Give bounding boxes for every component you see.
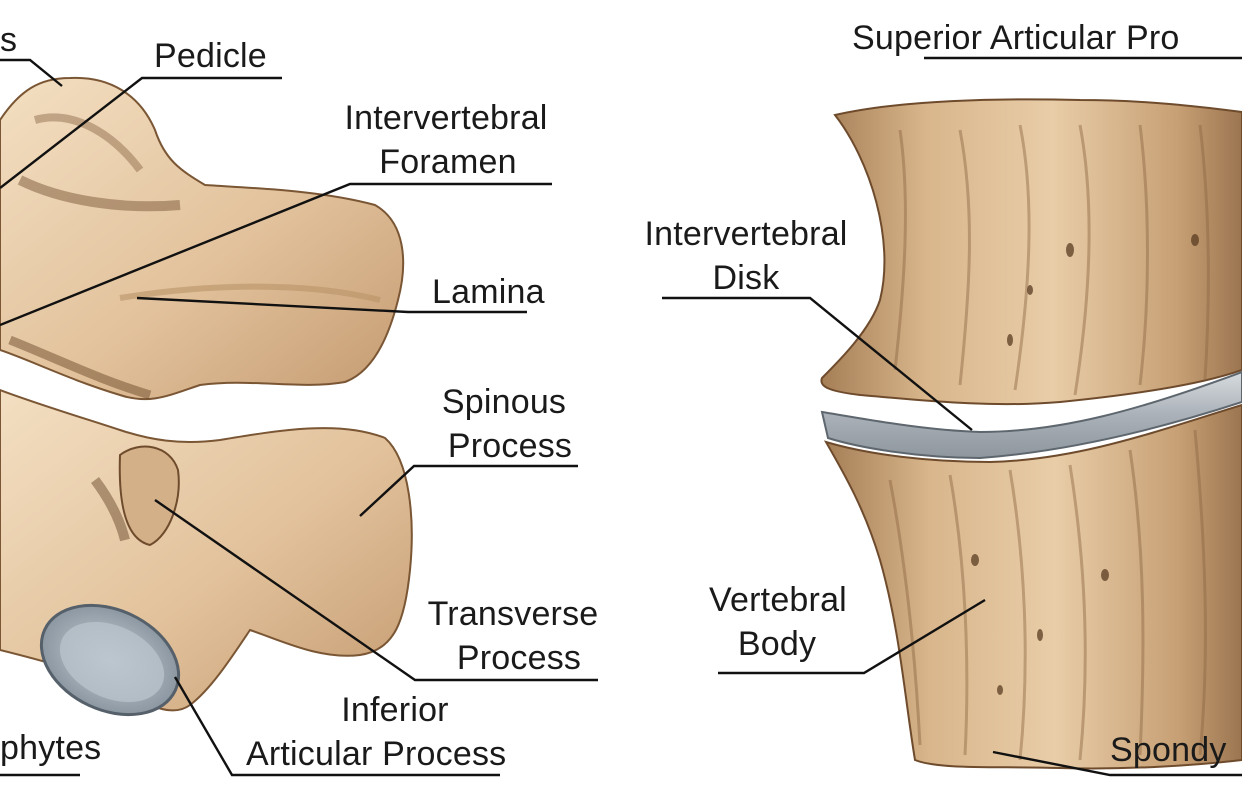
label-body-line2: Body [737, 625, 817, 663]
label-pedicle: Pedicle [154, 37, 267, 75]
leader-lines [0, 56, 1242, 777]
leader-pedicle [0, 76, 282, 189]
leader-foramen [0, 182, 552, 327]
label-spinous-line2: Process [447, 427, 573, 465]
label-spinous-line1: Spinous [441, 383, 567, 421]
leader-spinous [359, 464, 578, 517]
label-foramen-line1: Intervertebral [344, 99, 548, 137]
label-transverse-line2: Process [456, 639, 582, 677]
label-transverse-line1: Transverse [427, 595, 599, 633]
label-superior-articular-partial: Superior Articular Pro [852, 19, 1180, 57]
label-disk-line1: Intervertebral [644, 215, 848, 253]
label-osteophytes-partial: phytes [0, 729, 102, 767]
label-top-left-partial: s [0, 21, 18, 59]
leader-lamina [136, 296, 527, 314]
label-disk-line2: Disk [712, 259, 780, 297]
leader-disk [662, 296, 973, 431]
leader-transverse [154, 499, 598, 682]
label-body-line1: Vertebral [709, 581, 847, 619]
leader-body [718, 598, 986, 675]
upper-vertebral-body [820, 98, 1242, 406]
right-column-group [820, 98, 1242, 770]
leader-spondy [992, 750, 1242, 777]
label-foramen-line2: Foramen [379, 143, 517, 181]
leader-inferior [173, 676, 500, 777]
label-spondy-partial: Spondy [1110, 731, 1227, 769]
label-inferior-line1: Inferior [341, 691, 449, 729]
label-lamina: Lamina [432, 273, 545, 311]
upper-vertebra [0, 76, 405, 401]
left-vertebra-group [0, 76, 413, 717]
label-inferior-line2: Articular Process [246, 735, 507, 773]
lower-vertebral-body [823, 403, 1242, 770]
leader-top-left [0, 58, 63, 87]
intervertebral-disk [820, 370, 1242, 460]
